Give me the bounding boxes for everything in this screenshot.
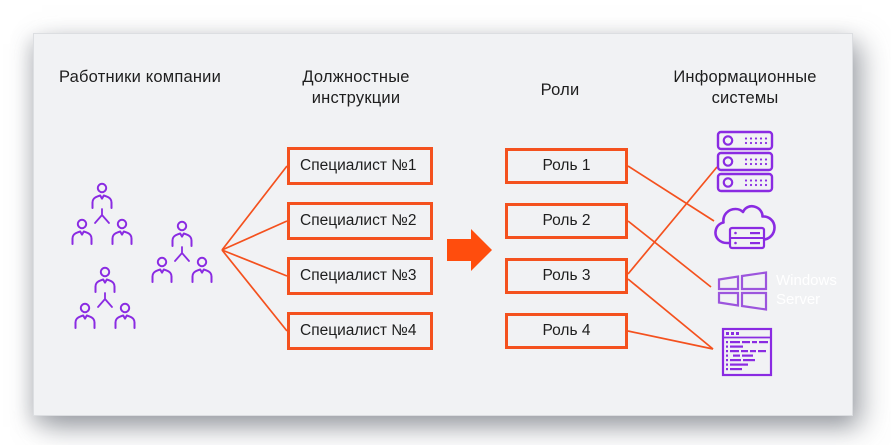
connector-role2-windows bbox=[627, 220, 712, 288]
connector-employees-spec3 bbox=[221, 249, 288, 277]
role-box-1: Роль 1 bbox=[505, 148, 628, 184]
team-icon bbox=[153, 222, 212, 282]
connector-role1-cloud bbox=[627, 165, 715, 222]
column-title-job-descriptions: Должностные инструкции bbox=[302, 68, 410, 107]
specialist-box-4: Специалист №4 bbox=[287, 312, 433, 350]
team-icon bbox=[76, 268, 135, 328]
specialist-box-2: Специалист №2 bbox=[287, 202, 433, 240]
role-box-2: Роль 2 bbox=[505, 203, 628, 239]
flow-arrow-icon bbox=[447, 229, 492, 271]
employee-to-spec-connectors bbox=[221, 165, 288, 332]
diagram-card bbox=[33, 33, 853, 416]
windows-server-label: Windows Server bbox=[776, 272, 837, 308]
connector-role4-code-window bbox=[627, 330, 714, 350]
team-icon bbox=[73, 184, 132, 244]
role-box-4: Роль 4 bbox=[505, 313, 628, 349]
connector-role3-server-rack bbox=[627, 166, 718, 275]
code-window-icon bbox=[721, 327, 773, 377]
cloud-server-icon bbox=[714, 204, 776, 250]
role-to-system-connectors bbox=[627, 165, 718, 350]
column-title-systems: Информационные системы bbox=[673, 68, 817, 107]
connector-employees-spec1 bbox=[221, 165, 288, 251]
specialist-box-3: Специалист №3 bbox=[287, 257, 433, 295]
connector-role3-code-window bbox=[627, 278, 714, 350]
windows-logo-icon bbox=[717, 271, 768, 311]
column-title-employees: Работники компании bbox=[59, 68, 221, 86]
server-rack-icon bbox=[716, 130, 774, 193]
role-box-3: Роль 3 bbox=[505, 258, 628, 294]
connector-employees-spec2 bbox=[221, 220, 288, 251]
connector-employees-spec4 bbox=[221, 249, 288, 332]
column-title-roles: Роли bbox=[540, 81, 580, 99]
specialist-box-1: Специалист №1 bbox=[287, 147, 433, 185]
